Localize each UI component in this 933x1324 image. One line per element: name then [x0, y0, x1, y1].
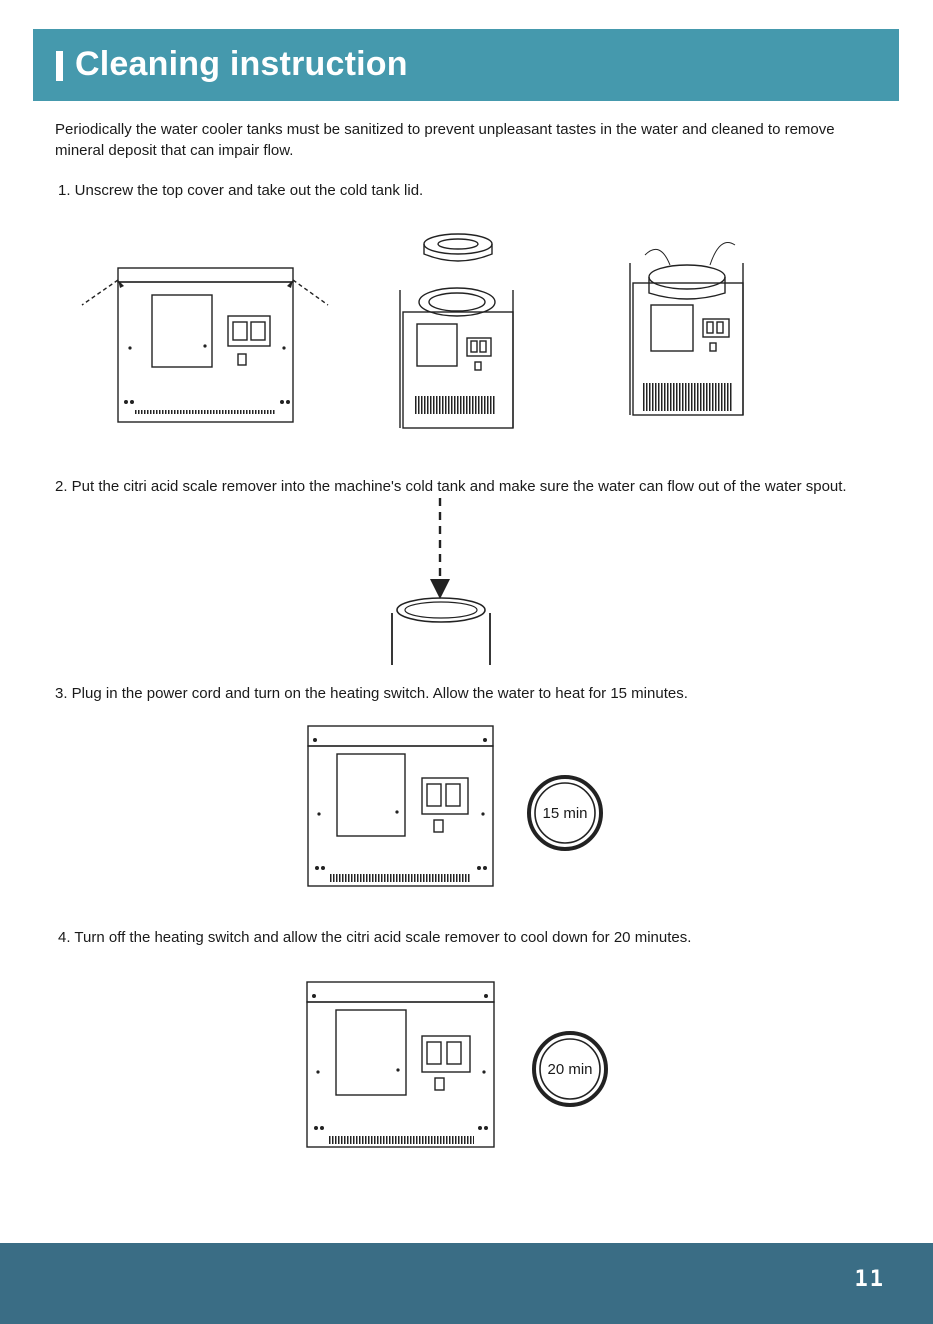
- step-4-text: 4. Turn off the heating switch and allow…: [58, 929, 692, 946]
- step-3-timer-label: 15 min: [542, 805, 587, 822]
- step-3-text: 3. Plug in the power cord and turn on th…: [55, 685, 688, 702]
- step-3-heating-switch-illustration: [307, 725, 494, 887]
- step-1-front-panel-illustration: [81, 267, 329, 423]
- step-2-text: 2. Put the citri acid scale remover into…: [55, 478, 847, 495]
- page-title: Cleaning instruction: [75, 45, 408, 83]
- step-4-timer-label: 20 min: [547, 1061, 592, 1078]
- step-2-pour-into-tank-illustration: [391, 498, 491, 665]
- intro-paragraph: Periodically the water cooler tanks must…: [55, 121, 835, 159]
- page-footer: 11: [0, 1243, 933, 1324]
- page-header: Cleaning instruction: [33, 29, 899, 101]
- page-number: 11: [854, 1267, 885, 1292]
- step-4-heating-switch-off-illustration: [306, 981, 495, 1148]
- step-4-timer-badge: 20 min: [532, 1031, 608, 1107]
- step-1-text: 1. Unscrew the top cover and take out th…: [58, 182, 424, 199]
- step-1-lid-removal-illustration: [399, 233, 514, 429]
- header-accent-bar: [56, 51, 63, 81]
- step-3-timer-badge: 15 min: [527, 775, 603, 851]
- step-1-hands-lifting-lid-illustration: [629, 242, 744, 416]
